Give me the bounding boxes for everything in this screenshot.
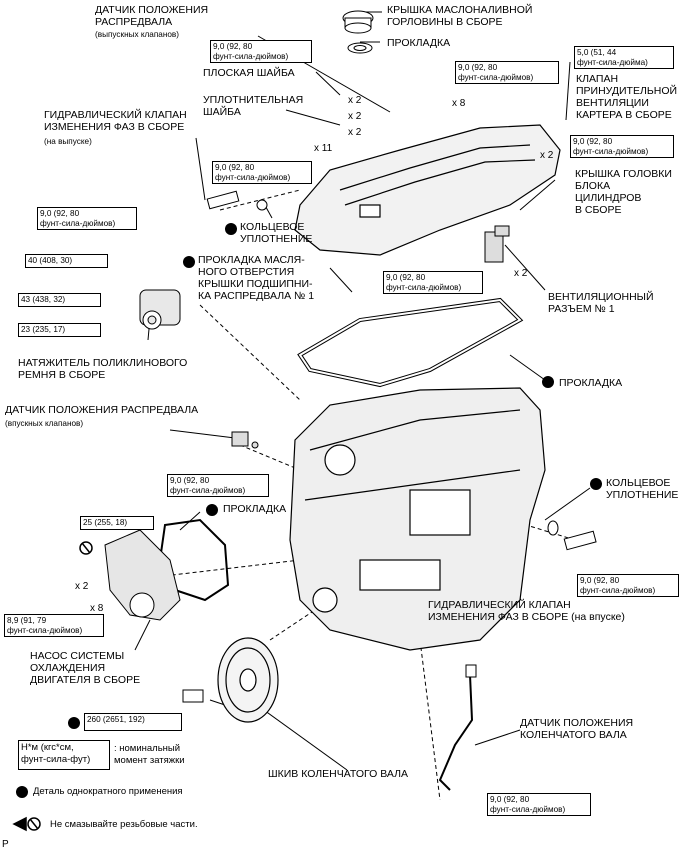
qty-pump-bolts-89: x 8 bbox=[90, 603, 104, 614]
label-crank-sensor: ДАТЧИК ПОЛОЖЕНИЯ КОЛЕНЧАТОГО ВАЛА bbox=[520, 717, 634, 741]
intake-cam-sensor-part bbox=[231, 431, 259, 449]
torque-box-pump-89: 8,9 (91, 79 фунт-сила-дюймов) bbox=[4, 614, 104, 637]
legend-single-use-text: Деталь однократного применения bbox=[33, 786, 183, 797]
engine-block bbox=[289, 387, 546, 651]
single-use-bullet-oring-top bbox=[225, 223, 237, 235]
label-o-ring-top: КОЛЬЦЕВОЕ УПЛОТНЕНИЕ bbox=[240, 221, 313, 245]
legend-single-use-bullet bbox=[16, 786, 28, 798]
page-letter: P bbox=[2, 839, 9, 850]
torque-box-tensioner-2: 43 (438, 32) bbox=[18, 293, 101, 307]
torque-box-tensioner-1: 40 (408, 30) bbox=[25, 254, 108, 268]
torque-box-cover-right: 9,0 (92, 80 фунт-сила-дюймов) bbox=[570, 135, 674, 158]
no-lube-icon-shape-2 bbox=[79, 541, 93, 555]
torque-box-intake-sensor: 9,0 (92, 80 фунт-сила-дюймов) bbox=[167, 474, 269, 497]
label-exhaust-cam-sensor: ДАТЧИК ПОЛОЖЕНИЯ РАСПРЕДВАЛА bbox=[95, 4, 209, 28]
ocv-intake-part bbox=[547, 520, 597, 551]
torque-box-pcv: 5,0 (51, 44 фунт-сила-дюйма) bbox=[574, 46, 674, 69]
torque-box-vent: 9,0 (92, 80 фунт-сила-дюймов) bbox=[383, 271, 483, 294]
label-head-cover: КРЫШКА ГОЛОВКИ БЛОКА ЦИЛИНДРОВ В СБОРЕ bbox=[575, 168, 672, 216]
torque-box-ocv-intake: 9,0 (92, 80 фунт-сила-дюймов) bbox=[577, 574, 679, 597]
torque-box-tensioner-3: 23 (235, 17) bbox=[18, 323, 101, 337]
label-oil-cap: КРЫШКА МАСЛОНАЛИВНОЙ ГОРЛОВИНЫ В СБОРЕ bbox=[387, 4, 533, 28]
qty-washer-3: x 2 bbox=[348, 127, 362, 138]
qty-pump-bolts-25: x 2 bbox=[75, 581, 89, 592]
ocv-exhaust-part bbox=[206, 190, 268, 211]
legend-units-text: : номинальный момент затяжки bbox=[114, 743, 185, 766]
label-cover-gasket: ПРОКЛАДКА bbox=[559, 377, 623, 389]
label-oil-hole-gasket: ПРОКЛАДКА МАСЛЯ- НОГО ОТВЕРСТИЯ КРЫШКИ П… bbox=[198, 254, 315, 302]
torque-box-exhaust-sensor: 9,0 (92, 80 фунт-сила-дюймов) bbox=[210, 40, 312, 63]
label-exhaust-cam-sensor-sub: (выпускных клапанов) bbox=[95, 30, 179, 39]
label-ocv-intake: ГИДРАВЛИЧЕСКИЙ КЛАПАН ИЗМЕНЕНИЯ ФАЗ В СБ… bbox=[428, 599, 625, 623]
label-belt-tensioner: НАТЯЖИТЕЛЬ ПОЛИКЛИНОВОГО РЕМНЯ В СБОРЕ bbox=[18, 357, 188, 381]
single-use-bullet-oil-hole-gasket bbox=[183, 256, 195, 268]
legend-no-lube-text: Не смазывайте резьбовые части. bbox=[50, 819, 198, 830]
qty-stud-bolts: x 11 bbox=[314, 143, 333, 154]
label-intake-cam-sensor: ДАТЧИК ПОЛОЖЕНИЯ РАСПРЕДВАЛА bbox=[5, 404, 199, 416]
label-crank-pulley: ШКИВ КОЛЕНЧАТОГО ВАЛА bbox=[268, 768, 408, 780]
torque-box-pump-25: 25 (255, 18) bbox=[80, 516, 154, 530]
torque-box-crank-sensor: 9,0 (92, 80 фунт-сила-дюймов) bbox=[487, 793, 591, 816]
label-vent-connector: ВЕНТИЛЯЦИОННЫЙ РАЗЪЕМ № 1 bbox=[548, 291, 654, 315]
torque-box-ocv-exhaust: 9,0 (92, 80 фунт-сила-дюймов) bbox=[37, 207, 137, 230]
label-o-ring-right: КОЛЬЦЕВОЕ УПЛОТНЕНИЕ bbox=[606, 477, 679, 501]
label-pcv-valve: КЛАПАН ПРИНУДИТЕЛЬНОЙ ВЕНТИЛЯЦИИ КАРТЕРА… bbox=[576, 73, 678, 121]
label-pump-gasket: ПРОКЛАДКА bbox=[223, 503, 287, 515]
single-use-bullet-oring-right bbox=[590, 478, 602, 490]
water-pump-part bbox=[104, 529, 181, 621]
qty-flat-washer: x 2 bbox=[348, 95, 362, 106]
qty-vent-bolts: x 2 bbox=[514, 268, 528, 279]
ventilation-connector-part bbox=[484, 225, 510, 263]
crankshaft-pulley-part bbox=[217, 637, 279, 723]
label-gasket-top: ПРОКЛАДКА bbox=[387, 37, 451, 49]
qty-cover-bolts: x 8 bbox=[452, 98, 466, 109]
label-intake-cam-sensor-sub: (впускных клапанов) bbox=[5, 419, 84, 428]
qty-seal-washer: x 2 bbox=[348, 111, 362, 122]
crank-sensor-cable bbox=[438, 674, 474, 791]
label-water-pump: НАСОС СИСТЕМЫ ОХЛАЖДЕНИЯ ДВИГАТЕЛЯ В СБО… bbox=[30, 650, 141, 686]
torque-box-cover-bolts: 9,0 (92, 80 фунт-сила-дюймов) bbox=[455, 61, 559, 84]
single-use-bullet-pulley-bolt bbox=[68, 717, 80, 729]
no-lube-icon-shape bbox=[12, 816, 41, 832]
legend-units-box: Н*м (кгс*см, фунт-сила-фут) bbox=[18, 740, 110, 770]
label-ocv-exhaust-sub: (на выпуске) bbox=[44, 137, 92, 146]
label-flat-washer: ПЛОСКАЯ ШАЙБА bbox=[203, 67, 295, 79]
cylinder-head-cover bbox=[294, 124, 561, 256]
single-use-bullet-pump-gasket bbox=[206, 504, 218, 516]
single-use-bullet-cover-gasket bbox=[542, 376, 554, 388]
torque-box-pulley: 260 (2651, 192) bbox=[84, 713, 182, 731]
pulley-bolt-part bbox=[182, 689, 204, 703]
belt-tensioner-part bbox=[139, 289, 181, 330]
label-seal-washer: УПЛОТНИТЕЛЬНАЯ ШАЙБА bbox=[203, 94, 304, 118]
oil-filler-cap bbox=[342, 10, 374, 54]
qty-cover-right: x 2 bbox=[540, 150, 554, 161]
label-ocv-exhaust: ГИДРАВЛИЧЕСКИЙ КЛАПАН ИЗМЕНЕНИЯ ФАЗ В СБ… bbox=[44, 109, 187, 133]
torque-box-ocv-exhaust-stud: 9,0 (92, 80 фунт-сила-дюймов) bbox=[212, 161, 312, 184]
